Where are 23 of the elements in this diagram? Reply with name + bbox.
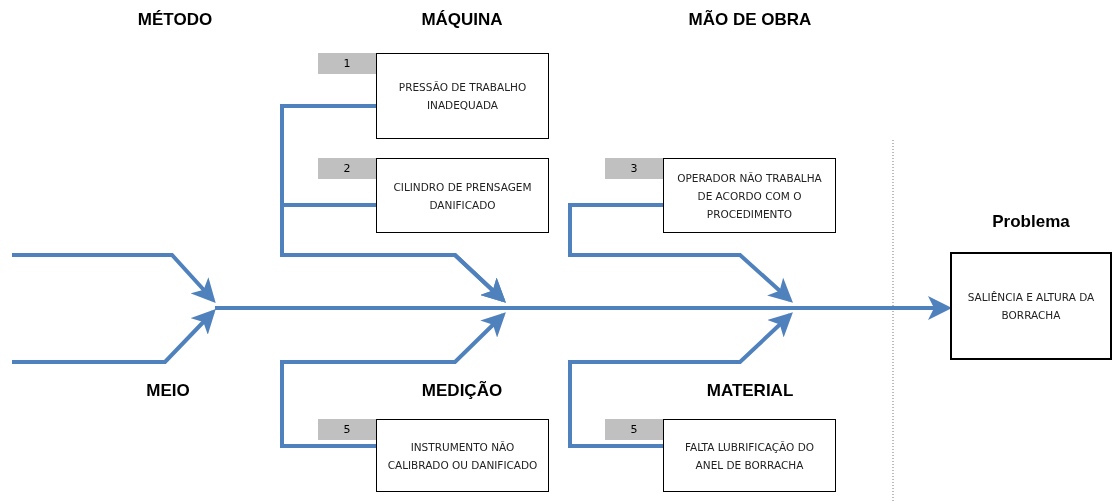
arrow: [215, 296, 952, 320]
cause-box: INSTRUMENTO NÃO CALIBRADO OU DANIFICADO: [376, 419, 549, 492]
number-tag: 1: [318, 53, 376, 74]
category-heading: MÉTODO: [137, 10, 213, 30]
problem-box: SALIÊNCIA E ALTURA DA BORRACHA: [950, 252, 1112, 360]
problem-heading: Problema: [991, 212, 1071, 232]
arrow: [568, 312, 793, 448]
number-tag: 5: [605, 419, 663, 440]
number-tag: 2: [318, 158, 376, 179]
cause-box: PRESSÃO DE TRABALHO INADEQUADA: [376, 53, 549, 139]
arrow: [280, 203, 506, 303]
category-heading: MEDIÇÃO: [421, 381, 503, 401]
category-heading: MÃO DE OBRA: [688, 10, 812, 30]
cause-box: FALTA LUBRIFICAÇÃO DO ANEL DE BORRACHA: [663, 419, 836, 492]
number-tag: 5: [318, 419, 376, 440]
arrow: [280, 312, 506, 448]
cause-box: OPERADOR NÃO TRABALHA DE ACORDO COM O PROCEDIMENTO: [663, 158, 836, 233]
cause-box: CILINDRO DE PRENSAGEM DANIFICADO: [376, 158, 549, 233]
arrow: [568, 203, 793, 303]
category-heading: MEIO: [146, 381, 190, 401]
category-heading: MATERIAL: [706, 381, 794, 401]
number-tag: 3: [605, 158, 663, 179]
category-heading: MÁQUINA: [421, 10, 503, 30]
